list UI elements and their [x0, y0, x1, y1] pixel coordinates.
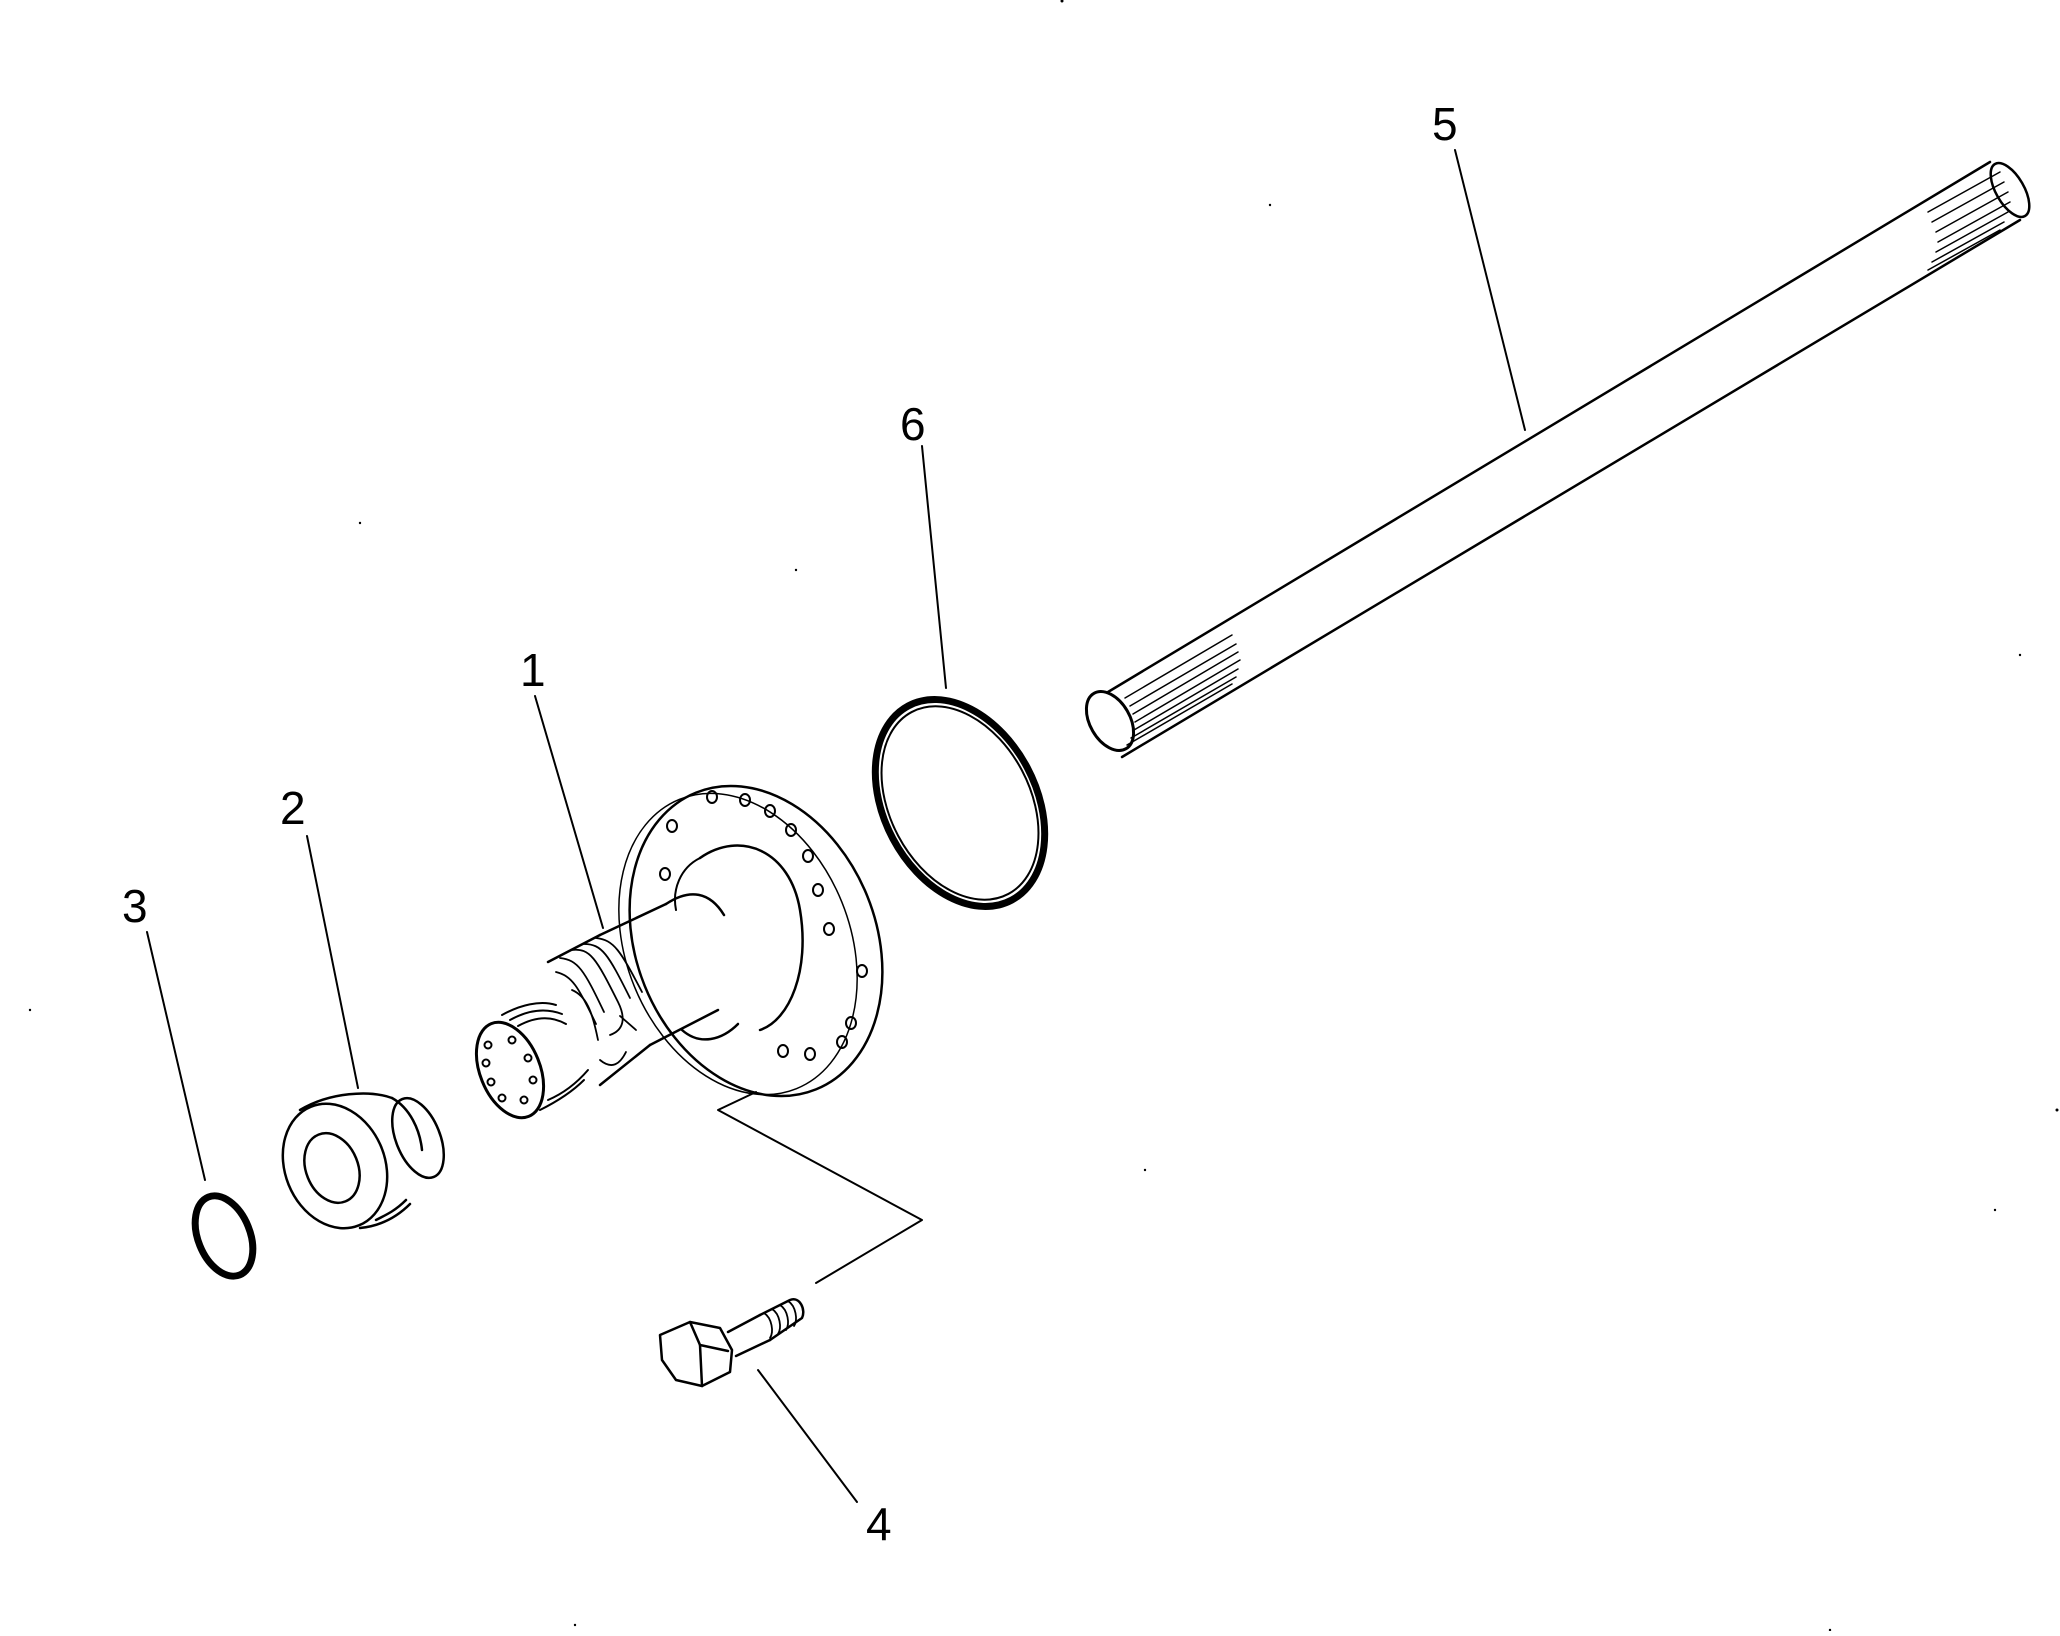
- leader-4: [757, 1369, 858, 1503]
- scan-specks: [28, 0, 2059, 1632]
- bolt: [658, 1298, 805, 1388]
- callout-3: 3: [122, 880, 148, 932]
- bushing: [281, 1092, 446, 1230]
- callout-2: 2: [280, 782, 306, 834]
- near-splines: [1124, 634, 1241, 746]
- flange-bolt-holes: [659, 790, 868, 1061]
- snap-ring: [191, 1192, 257, 1280]
- leader-5: [1454, 149, 1526, 431]
- bolt-bracket: [717, 1091, 923, 1284]
- end-face-holes: [481, 1035, 538, 1105]
- callout-4: 4: [866, 1498, 892, 1550]
- axle-shaft: [1084, 160, 2031, 759]
- o-ring: [871, 696, 1049, 910]
- callout-6: 6: [900, 398, 926, 450]
- hub-flange-shaft: [474, 784, 884, 1120]
- far-splines: [1927, 171, 2011, 271]
- threaded-nose: [501, 1002, 589, 1111]
- leader-3: [146, 931, 206, 1181]
- callout-1: 1: [520, 644, 546, 696]
- leader-lines: [146, 149, 1526, 1503]
- bolt-threads: [763, 1300, 797, 1339]
- leader-6: [921, 445, 947, 689]
- callout-labels: 5 6 1 2 3 4: [122, 98, 1458, 1550]
- hub-splines: [555, 937, 643, 1066]
- leader-2: [306, 835, 359, 1089]
- callout-5: 5: [1432, 98, 1458, 150]
- leader-1: [534, 695, 604, 929]
